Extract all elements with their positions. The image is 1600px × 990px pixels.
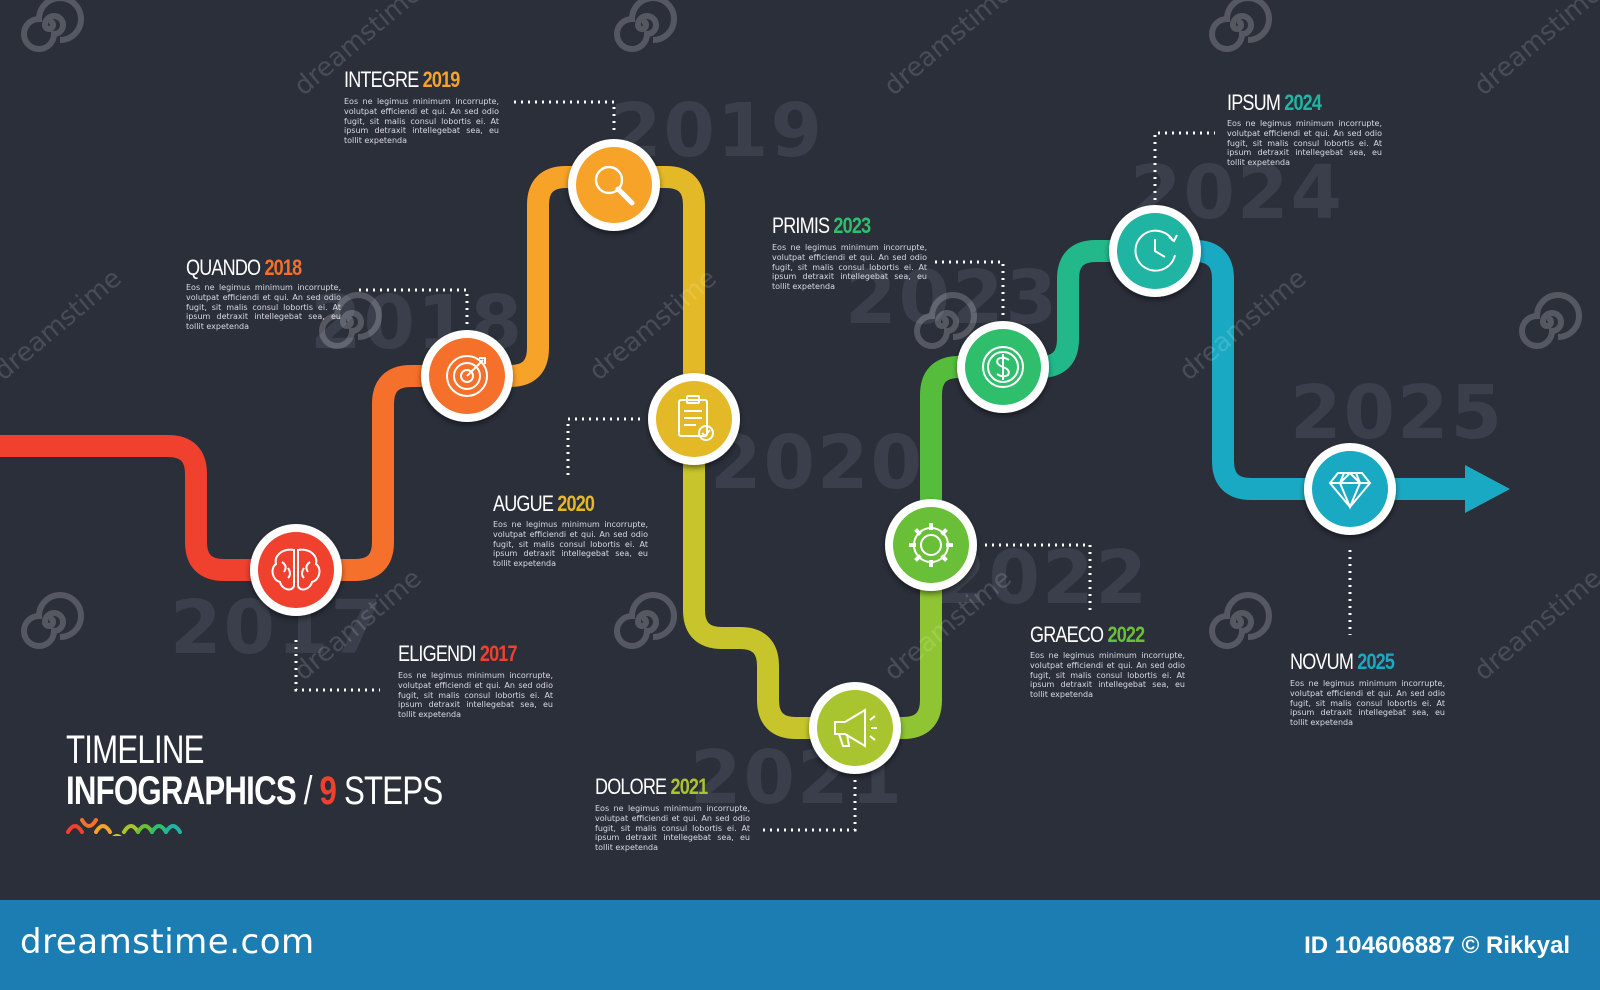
step-name: GRAECO: [1030, 622, 1104, 647]
watermark-spiral-icon: [614, 592, 677, 649]
step-title-5: DOLORE 2021: [595, 774, 708, 800]
step-marker-9: [1304, 443, 1396, 535]
connector-8: [1153, 131, 1215, 200]
watermark-spiral-icon: [21, 0, 84, 52]
checklist-icon: [678, 395, 714, 441]
dollar-coin-icon: [982, 346, 1024, 388]
connector-1: [294, 640, 380, 692]
connector-6: [985, 543, 1092, 610]
title-bold: INFOGRAPHICS: [66, 769, 297, 813]
step-description: Eos ne legimus minimum incorrupte, volut…: [398, 671, 553, 720]
step-title-9: NOVUM 2025: [1290, 649, 1395, 675]
step-title-4: AUGUE 2020: [493, 491, 595, 517]
title-steps: STEPS: [336, 769, 443, 813]
step-description: Eos ne legimus minimum incorrupte, volut…: [772, 243, 927, 292]
footer-image-id: ID 104606887 © Rikkyal: [1304, 932, 1570, 959]
step-year: 2021: [670, 774, 708, 799]
step-marker-3: [568, 139, 660, 231]
step-year: 2020: [557, 491, 595, 516]
clock-icon: [1134, 229, 1178, 272]
step-marker-7: [957, 321, 1049, 413]
step-marker-6: [885, 499, 977, 591]
step-name: QUANDO: [186, 255, 261, 280]
connector-5: [762, 780, 857, 832]
step-marker-2: [421, 330, 513, 422]
watermark-spiral-icon: [1519, 292, 1582, 349]
magnifier-icon: [594, 165, 635, 206]
road-segment-8: [1000, 240, 1155, 378]
step-name: DOLORE: [595, 774, 667, 799]
road-segment-1: [0, 435, 290, 581]
step-description: Eos ne legimus minimum incorrupte, volut…: [1227, 119, 1382, 168]
step-description: Eos ne legimus minimum incorrupte, volut…: [595, 804, 750, 853]
step-year: 2019: [422, 67, 461, 92]
step-title-7: PRIMIS 2023: [772, 213, 871, 239]
step-description: Eos ne legimus minimum incorrupte, volut…: [1290, 679, 1445, 728]
step-markers: [250, 139, 1396, 774]
bg-year-2020: 2020: [710, 420, 924, 506]
timeline-diagram: [0, 100, 1510, 832]
gear-icon: [909, 523, 953, 567]
footer-bar: dreamstime.com ID 104606887 © Rikkyal: [0, 900, 1600, 990]
step-title-3: INTEGRE 2019: [344, 67, 460, 93]
watermark-spiral-icon: [319, 292, 382, 349]
step-title-8: IPSUM 2024: [1227, 90, 1322, 116]
timeline-road: [0, 166, 1510, 739]
road-segment-5: [683, 420, 850, 739]
step-name: INTEGRE: [344, 67, 419, 92]
step-year: 2024: [1284, 90, 1322, 115]
title-line-2: INFOGRAPHICS / 9 STEPS: [66, 769, 443, 814]
title-line-1: TIMELINE: [66, 728, 204, 772]
road-segment-6: [850, 545, 942, 739]
title-wave-decoration: [66, 818, 182, 836]
step-marker-1: [250, 524, 342, 616]
watermark-spiral-icon: [914, 292, 977, 349]
step-name: NOVUM: [1290, 649, 1354, 674]
step-name: PRIMIS: [772, 213, 830, 238]
step-description: Eos ne legimus minimum incorrupte, volut…: [493, 520, 648, 569]
watermark-spiral-icon: [21, 592, 84, 649]
footer-logo: dreamstime.com: [20, 922, 315, 962]
step-year: 2025: [1357, 649, 1395, 674]
step-description: Eos ne legimus minimum incorrupte, volut…: [1030, 651, 1185, 700]
watermark-spiral-icon: [614, 0, 677, 52]
step-description: Eos ne legimus minimum incorrupte, volut…: [186, 283, 341, 332]
step-title-6: GRAECO 2022: [1030, 622, 1145, 648]
title-separator: /: [295, 769, 320, 813]
step-year: 2018: [264, 255, 302, 280]
target-icon: [446, 355, 488, 397]
step-year: 2022: [1107, 622, 1145, 647]
step-marker-5: [809, 682, 901, 774]
connector-3: [510, 100, 616, 130]
step-marker-4: [648, 373, 740, 465]
step-year: 2023: [833, 213, 871, 238]
connectors: [294, 100, 1352, 832]
step-title-1: ELIGENDI 2017: [398, 641, 518, 667]
step-name: AUGUE: [493, 491, 554, 516]
diamond-icon: [1328, 471, 1372, 510]
brain-icon: [271, 548, 321, 591]
megaphone-icon: [834, 708, 877, 748]
step-marker-8: [1109, 205, 1201, 297]
step-description: Eos ne legimus minimum incorrupte, volut…: [344, 97, 499, 146]
bg-year-2025: 2025: [1290, 370, 1504, 456]
road-arrow-head: [1465, 465, 1510, 513]
step-year: 2017: [479, 641, 518, 666]
infographic-title: TIMELINE INFOGRAPHICS / 9 STEPS: [66, 728, 549, 836]
connector-4: [566, 417, 640, 478]
watermark-spiral-icon: [1209, 592, 1272, 649]
step-title-2: QUANDO 2018: [186, 255, 302, 281]
step-name: IPSUM: [1227, 90, 1281, 115]
watermark-spiral-icon: [1209, 0, 1272, 52]
title-step-count: 9: [319, 769, 337, 813]
step-name: ELIGENDI: [398, 641, 476, 666]
road-segment-4: [612, 166, 705, 420]
road-segment-3: [462, 166, 612, 387]
connector-7: [935, 260, 1005, 315]
road-segment-2: [290, 365, 462, 581]
road-segment-9: [1155, 240, 1470, 500]
